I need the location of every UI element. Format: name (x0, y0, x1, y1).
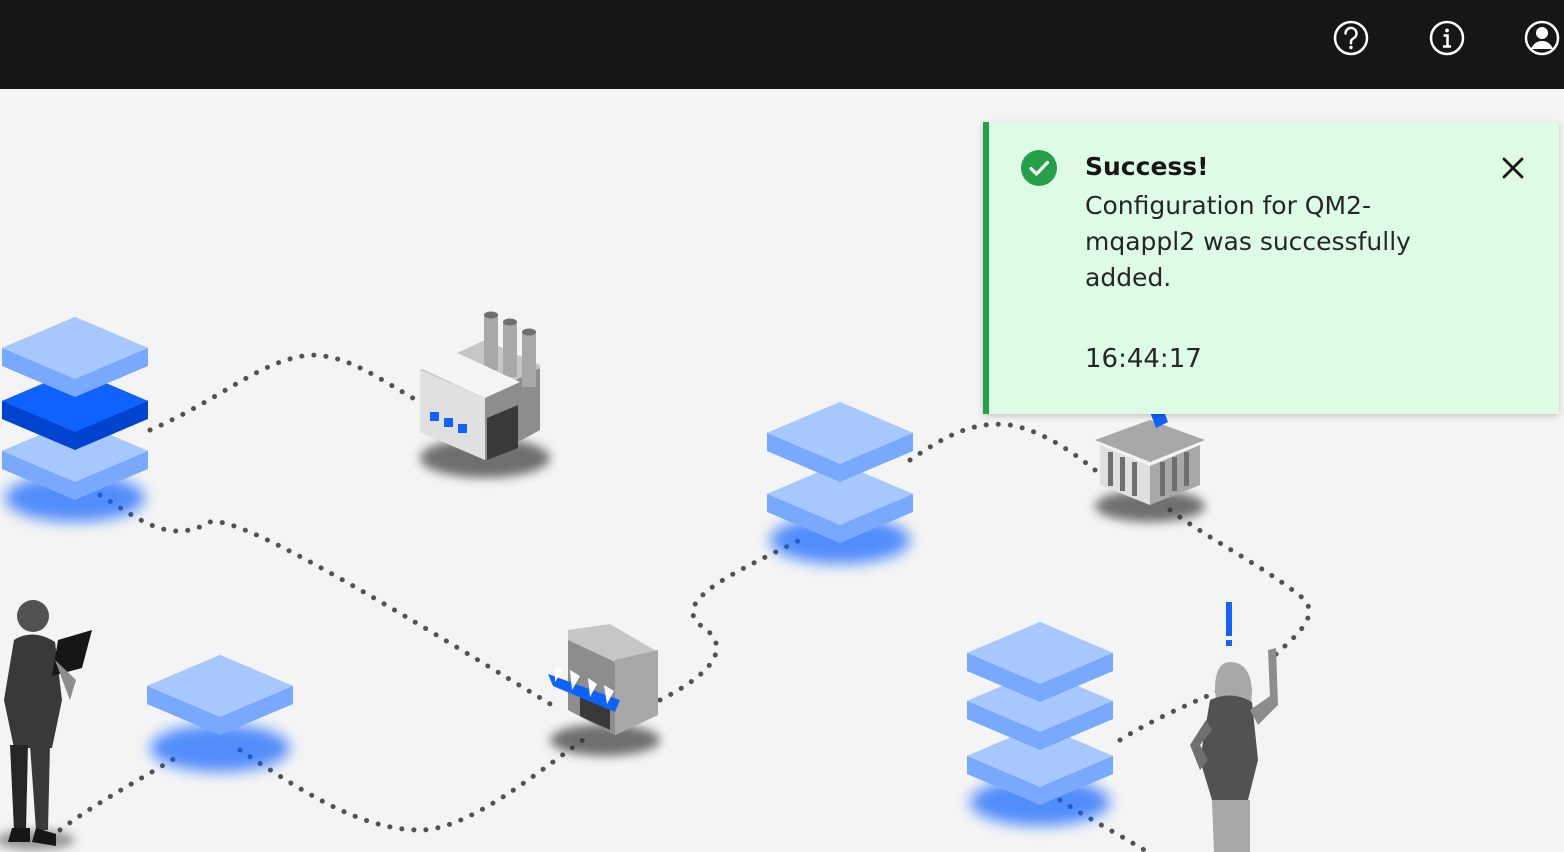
stack-icon-single (147, 655, 293, 772)
bank-icon (1095, 406, 1205, 522)
exclamation-mark (1226, 602, 1232, 646)
notification-message: Configuration for QM2-mqappl2 was succes… (1085, 191, 1411, 292)
stack-icon-middle (767, 402, 913, 564)
success-notification: Success! Configuration for QM2-mqappl2 w… (983, 122, 1559, 414)
factory-icon (420, 311, 550, 478)
info-icon (1429, 20, 1465, 56)
info-button[interactable] (1425, 16, 1469, 60)
person-pointing (1190, 648, 1278, 852)
network-illustration (0, 311, 1312, 852)
user-avatar-icon (1524, 20, 1560, 56)
person-with-tablet (0, 600, 92, 850)
notification-timestamp: 16:44:17 (1085, 344, 1202, 374)
store-icon (548, 624, 660, 756)
checkmark-filled-icon (1021, 150, 1057, 186)
stack-icon-left (2, 317, 148, 522)
help-button[interactable] (1329, 16, 1373, 60)
notification-title: Success! (1085, 152, 1209, 181)
stack-icon-right (967, 622, 1113, 826)
close-icon[interactable] (1495, 150, 1531, 186)
user-profile-button[interactable] (1520, 16, 1564, 60)
help-icon (1333, 20, 1369, 56)
top-header-bar (0, 0, 1564, 89)
